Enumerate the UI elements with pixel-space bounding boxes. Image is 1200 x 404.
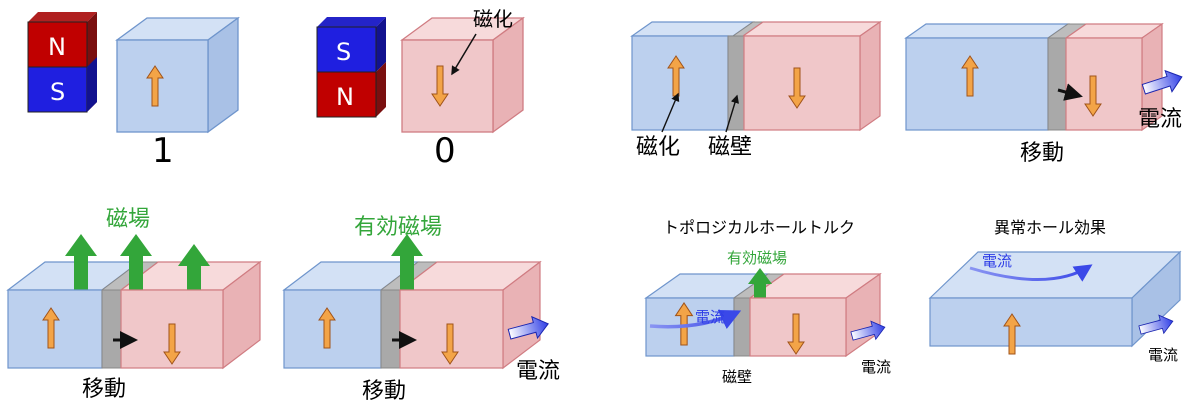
panel-title: トポロジカルホールトルク	[663, 218, 855, 237]
blue-domain-block	[115, 16, 240, 134]
domain-wall	[101, 289, 122, 369]
red-domain	[1065, 37, 1143, 131]
magnet-top-pole: N	[48, 33, 66, 61]
domain-wall-label: 磁壁	[708, 135, 752, 160]
magnetization-callout: 磁化	[473, 7, 513, 31]
panel-7: トポロジカルホールトルク 有効磁場 電流 電流 磁壁	[644, 218, 891, 386]
effective-field-arrow	[748, 268, 772, 300]
move-label: 移動	[1020, 141, 1064, 166]
current-label: 電流	[516, 359, 560, 384]
current-out-label: 電流	[861, 358, 891, 376]
blue-domain	[905, 37, 1049, 131]
effective-field-label: 有効磁場	[354, 215, 442, 240]
current-in-label: 電流	[695, 308, 725, 326]
panel-5: 磁場 移動	[6, 207, 262, 402]
domain-wall-label: 磁壁	[722, 368, 752, 386]
panel-3: 磁化 磁壁	[630, 20, 882, 160]
magnetic-slab	[929, 297, 1133, 347]
panel-title: 異常ホール効果	[994, 218, 1106, 237]
domain-wall	[733, 297, 751, 357]
magnet-bottom-pole: N	[336, 83, 354, 111]
panel-2: S N 磁化 0	[316, 7, 525, 171]
callout-line	[661, 92, 680, 133]
red-domain-block	[400, 16, 525, 134]
domain-wall	[1047, 37, 1067, 131]
move-label: 移動	[82, 377, 126, 402]
current-out-label: 電流	[1148, 346, 1178, 364]
panel-8: 異常ホール効果 電流 電流	[928, 218, 1182, 364]
panel-1: N S 1	[27, 12, 240, 171]
current-label: 電流	[1138, 107, 1182, 132]
red-domain	[743, 35, 861, 131]
callout-line	[451, 33, 477, 76]
panel-4: 移動 電流	[904, 22, 1186, 166]
blue-domain	[7, 289, 103, 369]
current-path	[969, 264, 1093, 282]
magnet-bottom-pole: S	[50, 78, 65, 106]
effective-field-label: 有効磁場	[727, 249, 787, 267]
magnetization-label: 磁化	[636, 135, 680, 160]
domain-wall	[380, 289, 401, 369]
bit-label-1: 1	[152, 131, 174, 171]
magnet-sn: S N	[316, 17, 386, 118]
magnet-ns: N S	[27, 12, 97, 113]
move-label: 移動	[362, 379, 406, 404]
panel-6: 有効磁場 移動 電流	[282, 215, 560, 404]
blue-domain	[283, 289, 382, 369]
current-path	[649, 309, 742, 329]
wall-motion-arrow	[1057, 83, 1083, 101]
callout-line	[725, 94, 739, 133]
bit-label-0: 0	[434, 131, 456, 171]
magnet-top-pole: S	[336, 38, 351, 66]
current-in-label: 電流	[982, 252, 1012, 270]
blue-domain	[631, 35, 729, 131]
field-label: 磁場	[106, 207, 150, 232]
